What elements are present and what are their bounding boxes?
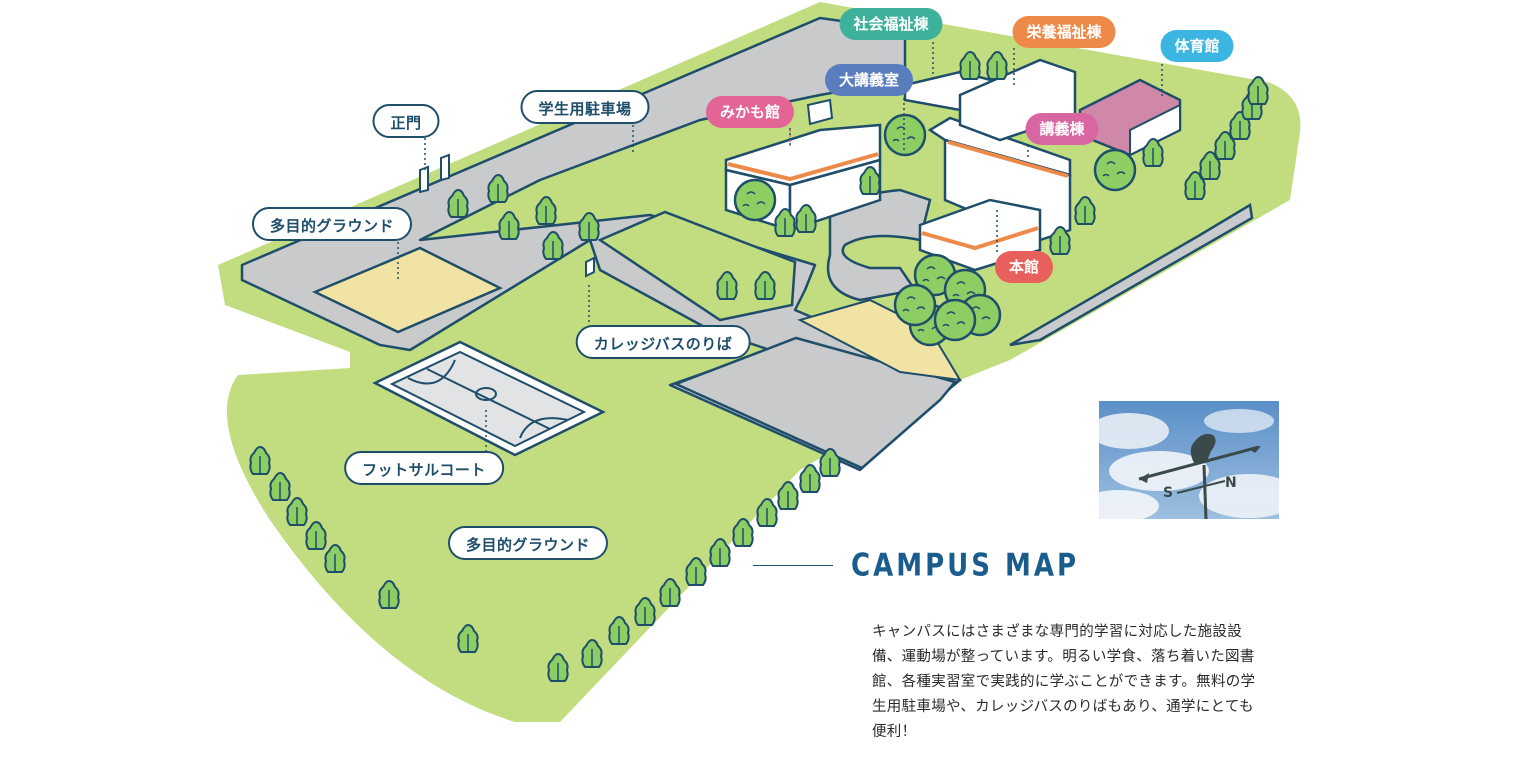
campus-description: キャンパスにはさまざまな専門的学習に対応した施設設備、運動場が整っています。明る… [872, 624, 1256, 740]
label-gymnasium[interactable]: 体育館 [1160, 30, 1234, 62]
building-main-complex [918, 116, 1072, 272]
label-college-bus-stop[interactable]: カレッジバスのりば [575, 325, 751, 359]
label-lecture-building[interactable]: 講義棟 [1025, 113, 1099, 145]
label-mikamo-hall[interactable]: みかも館 [705, 96, 795, 128]
title-rule [753, 565, 833, 566]
label-large-lecture-room[interactable]: 大講義室 [824, 64, 914, 96]
label-main-gate[interactable]: 正門 [372, 104, 440, 138]
compass-south: S [1163, 485, 1173, 501]
leader-lines [397, 42, 1163, 452]
compass-north: N [1225, 475, 1237, 491]
page-title: CAMPUS MAP [851, 548, 1080, 584]
label-multi-ground-1[interactable]: 多目的グラウンド [251, 207, 413, 241]
futsal-court [372, 340, 606, 457]
label-social-welfare-building[interactable]: 社会福祉棟 [839, 8, 943, 40]
building-gym [1078, 78, 1182, 157]
label-main-building[interactable]: 本館 [994, 251, 1054, 283]
sand-plaza [797, 298, 962, 382]
weathervane-photo: S N [1099, 401, 1279, 519]
label-nutrition-welfare-building[interactable]: 栄養福祉棟 [1012, 16, 1116, 48]
multi-ground-1-field [311, 246, 503, 334]
road-east [1009, 202, 1254, 347]
label-multi-ground-2[interactable]: 多目的グラウンド [447, 526, 609, 560]
label-student-parking[interactable]: 学生用駐車場 [520, 90, 650, 124]
gate-posts [419, 153, 450, 194]
label-futsal-court[interactable]: フットサルコート [344, 451, 504, 485]
